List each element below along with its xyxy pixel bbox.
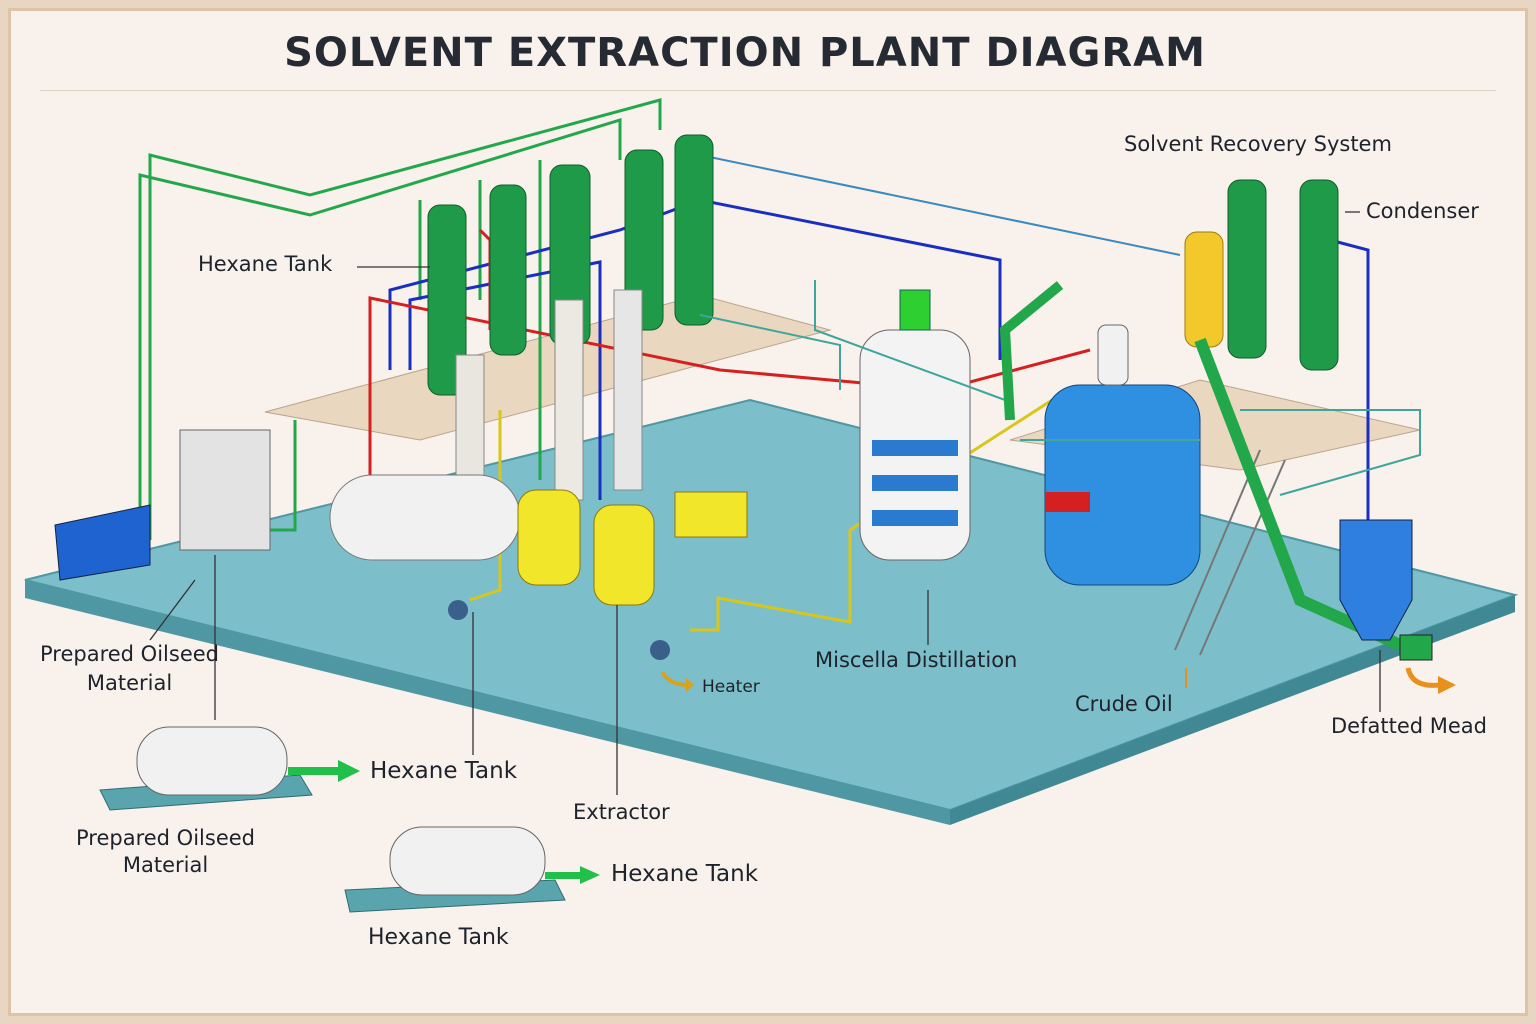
floor-edge (25, 580, 950, 825)
label-defatted-mead: Defatted Mead (1331, 714, 1487, 738)
staircase (1174, 449, 1286, 656)
green-flow-arrow (545, 866, 600, 884)
red-valve (1045, 492, 1090, 512)
white-column (554, 299, 584, 501)
green-flow-arrow (288, 760, 360, 782)
label-extractor: Extractor (573, 800, 670, 824)
storage-tank (329, 474, 521, 561)
label-prepared-oilseed-2: Prepared Oilseed Material (76, 826, 255, 877)
title-divider (40, 90, 1496, 91)
heater-arrow-icon (660, 670, 689, 687)
label-crude-oil: Crude Oil (1075, 692, 1173, 716)
leader-lines (149, 211, 1381, 795)
small-hexane-tank (389, 826, 546, 896)
blue-desolventizer (1044, 384, 1201, 586)
vessel-top-white (1097, 324, 1129, 386)
diagram-title: SOLVENT EXTRACTION PLANT DIAGRAM (284, 30, 1206, 76)
light-blue-pipes (699, 154, 1181, 256)
small-hexane-tank (136, 726, 288, 796)
label-solvent-recovery: Solvent Recovery System (1124, 132, 1392, 156)
label-heater: Heater (702, 677, 760, 697)
pump (650, 640, 670, 660)
flaker-machine (179, 429, 271, 551)
top-green-valve (899, 289, 931, 331)
green-conveyor-top (999, 281, 1064, 421)
label-hexane-tank-arrow-2: Hexane Tank (611, 861, 759, 887)
discharge-pump (1399, 634, 1433, 661)
condenser-yellow-tank (1184, 231, 1224, 348)
label-prepared-oilseed-1: Prepared Oilseed Material (40, 642, 219, 695)
label-hexane-tank-top: Hexane Tank (198, 252, 333, 276)
pump (448, 600, 468, 620)
label-miscella-distillation: Miscella Distillation (815, 648, 1018, 672)
label-condenser: Condenser (1366, 199, 1479, 223)
miscella-stripes (872, 440, 958, 526)
railings (699, 280, 1421, 496)
meal-bin (1339, 519, 1413, 641)
white-column (613, 289, 643, 491)
yellow-extractor-tanks (517, 489, 748, 606)
feed-hopper (54, 504, 151, 581)
floor-edge-right (950, 595, 1515, 825)
green-pipes (138, 98, 662, 540)
label-hexane-tank-bottom: Hexane Tank (368, 925, 509, 950)
orange-discharge-arrow-icon (1405, 667, 1441, 688)
label-hexane-tank-arrow-1: Hexane Tank (370, 758, 518, 784)
